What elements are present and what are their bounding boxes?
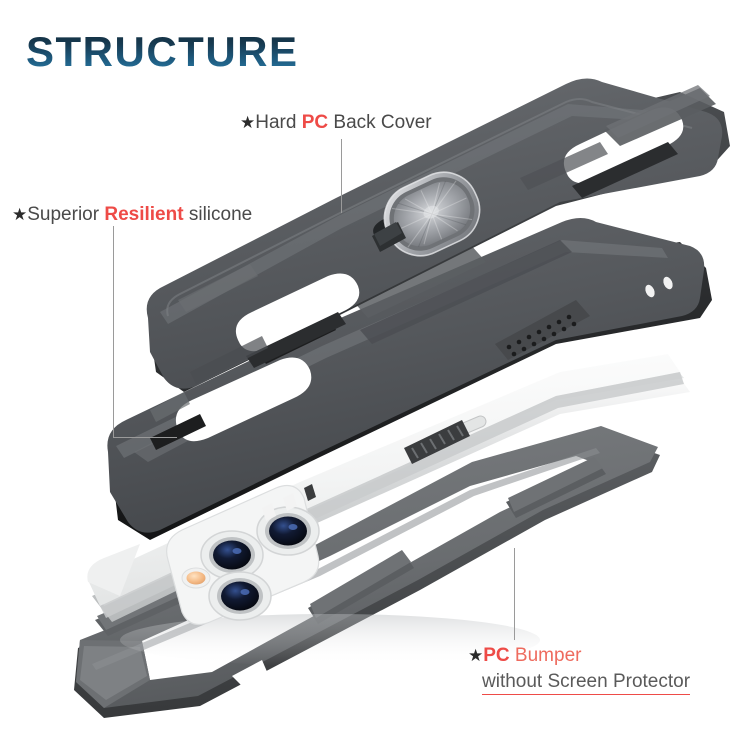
side-button-cutouts	[645, 276, 673, 298]
star-icon: ★	[240, 113, 256, 132]
leader-line-back-cover	[341, 139, 342, 213]
callout-highlight: PC	[483, 645, 510, 666]
camera-lens-1	[200, 530, 264, 580]
callout-secondary-line: without Screen Protector	[482, 671, 691, 695]
callout-prefix: Hard	[255, 112, 302, 133]
bottom-port-notches	[262, 484, 316, 521]
callout-hard-pc-back-cover: ★Hard PC Back Cover	[240, 112, 432, 134]
callout-pc-bumper: ★PC Bumper without Screen Protector	[468, 645, 691, 695]
leader-line-silicone-horizontal	[113, 437, 177, 438]
callout-highlight: PC	[301, 112, 329, 133]
camera-flash	[181, 567, 211, 589]
phone-camera-module	[166, 485, 320, 625]
leader-line-bumper	[514, 548, 515, 640]
button-ridge	[404, 420, 470, 464]
page-title: STRUCTURE	[26, 28, 299, 75]
callout-superior-resilient-silicone: ★Superior Resilient silicone	[12, 204, 252, 226]
star-icon: ★	[12, 205, 28, 224]
leader-line-silicone-vertical	[113, 226, 114, 438]
callout-suffix: silicone	[183, 204, 253, 225]
star-icon: ★	[468, 646, 484, 665]
callout-highlight: Resilient	[104, 204, 184, 225]
callout-suffix: Back Cover	[328, 112, 432, 133]
metal-ring-holder	[372, 171, 481, 257]
speaker-grille	[495, 300, 590, 360]
callout-prefix: Superior	[27, 204, 105, 225]
callout-suffix: Bumper	[509, 645, 582, 666]
camera-lens-2	[256, 506, 320, 556]
camera-lens-3	[208, 571, 272, 621]
hard-pc-back-cover	[146, 78, 730, 392]
